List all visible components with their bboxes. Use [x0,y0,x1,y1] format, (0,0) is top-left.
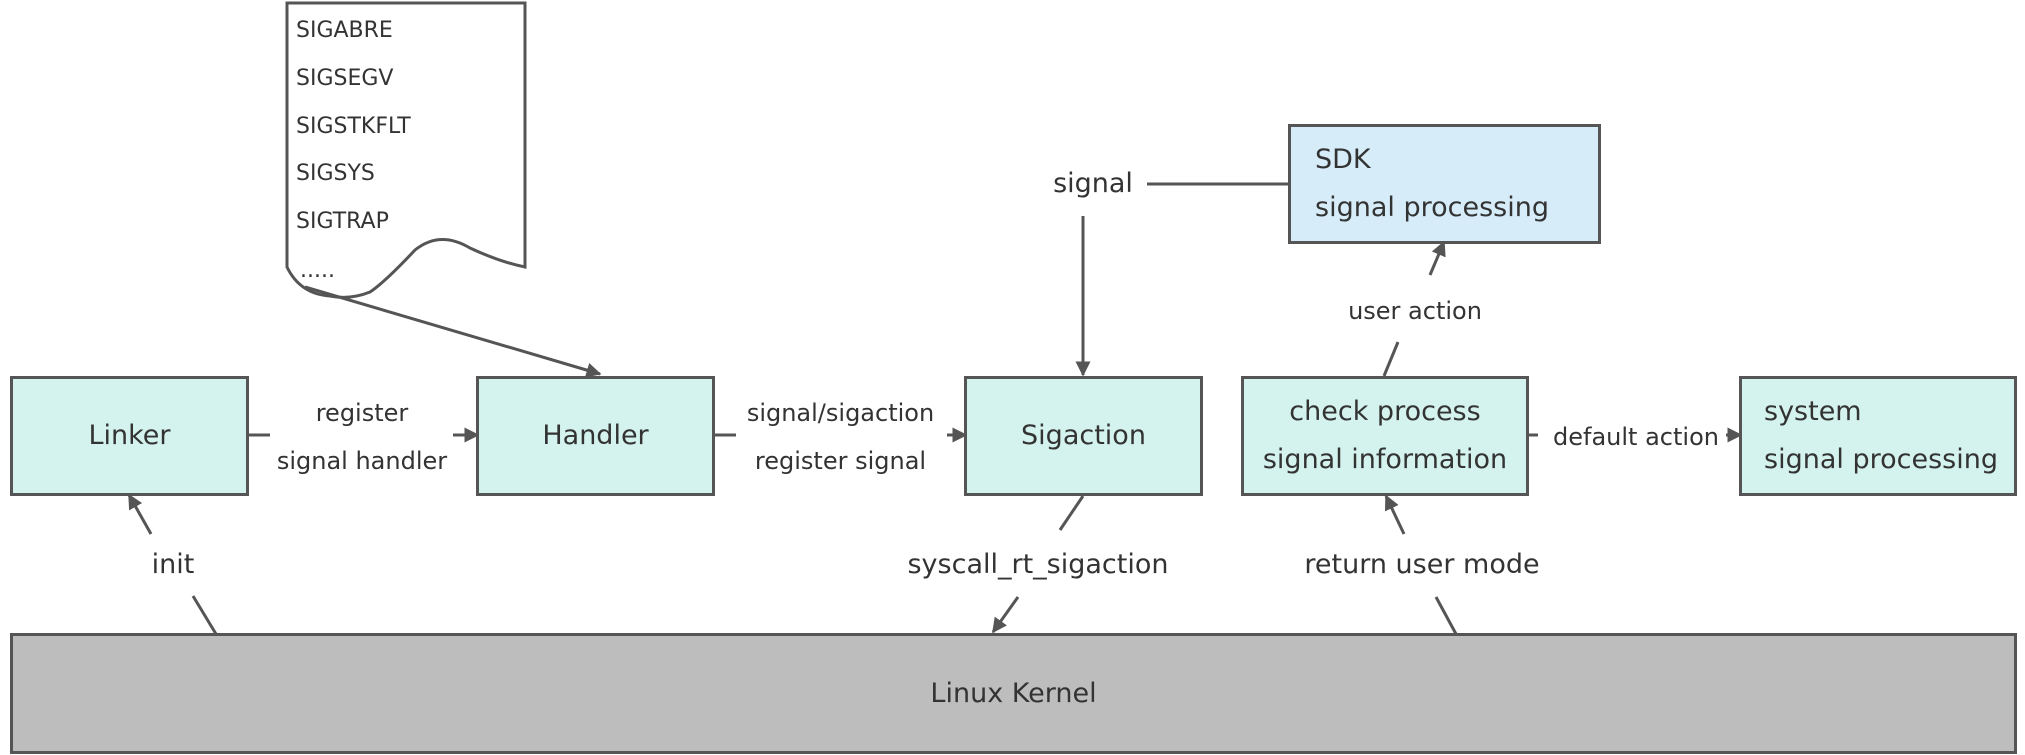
signal-list-item: ..... [300,258,335,283]
signal-label: signal [1053,168,1133,199]
signal-list-item: SIGSEGV [296,66,394,91]
arrow-kernel-to-linker-a [191,595,218,635]
signal-list-document [285,1,527,299]
sdk-processing-node: SDK signal processing [1288,124,1601,244]
linker-label: Linker [88,420,171,451]
arrow-kernel-to-check-b [1384,494,1406,535]
signal-list-item: SIGSYS [296,161,375,186]
handler-label: Handler [542,420,649,451]
arrow-list-to-handler [304,285,602,378]
register-signal-handler-label: register signal handler [276,399,448,475]
arrow-kernel-to-check-a [1434,596,1458,635]
system-processing-line2: signal processing [1764,444,1998,475]
signal-list-item: SIGTRAP [296,209,389,234]
arrow-check-to-sdk-a [1382,341,1400,377]
linux-kernel-node: Linux Kernel [10,633,2017,754]
return-user-mode-label: return user mode [1304,549,1540,580]
sdk-processing-line1: SDK [1315,144,1371,175]
sdk-processing-line2: signal processing [1315,192,1549,223]
user-action-label: user action [1348,297,1482,325]
arrow-sigaction-to-kernel-b [991,596,1020,634]
check-process-line2: signal information [1262,444,1508,475]
linux-kernel-label: Linux Kernel [930,677,1097,709]
linker-node: Linker [10,376,249,496]
arrow-check-to-sdk-b [1428,240,1446,276]
handler-node: Handler [476,376,715,496]
syscall-label: syscall_rt_sigaction [907,549,1169,580]
arrow-sigaction-to-kernel-a [1058,495,1085,531]
arrow-kernel-to-linker-b [127,493,153,535]
signal-list-item: SIGSTKFLT [296,114,411,139]
init-label: init [151,549,195,580]
sigaction-node: Sigaction [964,376,1203,496]
sigaction-register-label: signal/sigaction register signal [746,399,935,475]
default-action-label: default action [1553,423,1719,451]
system-processing-node: system signal processing [1739,376,2017,496]
signal-list-item: SIGABRE [296,18,393,43]
check-process-node: check process signal information [1241,376,1529,496]
sigaction-label: Sigaction [1021,420,1146,451]
system-processing-line1: system [1764,396,1862,427]
check-process-line1: check process [1289,396,1481,427]
